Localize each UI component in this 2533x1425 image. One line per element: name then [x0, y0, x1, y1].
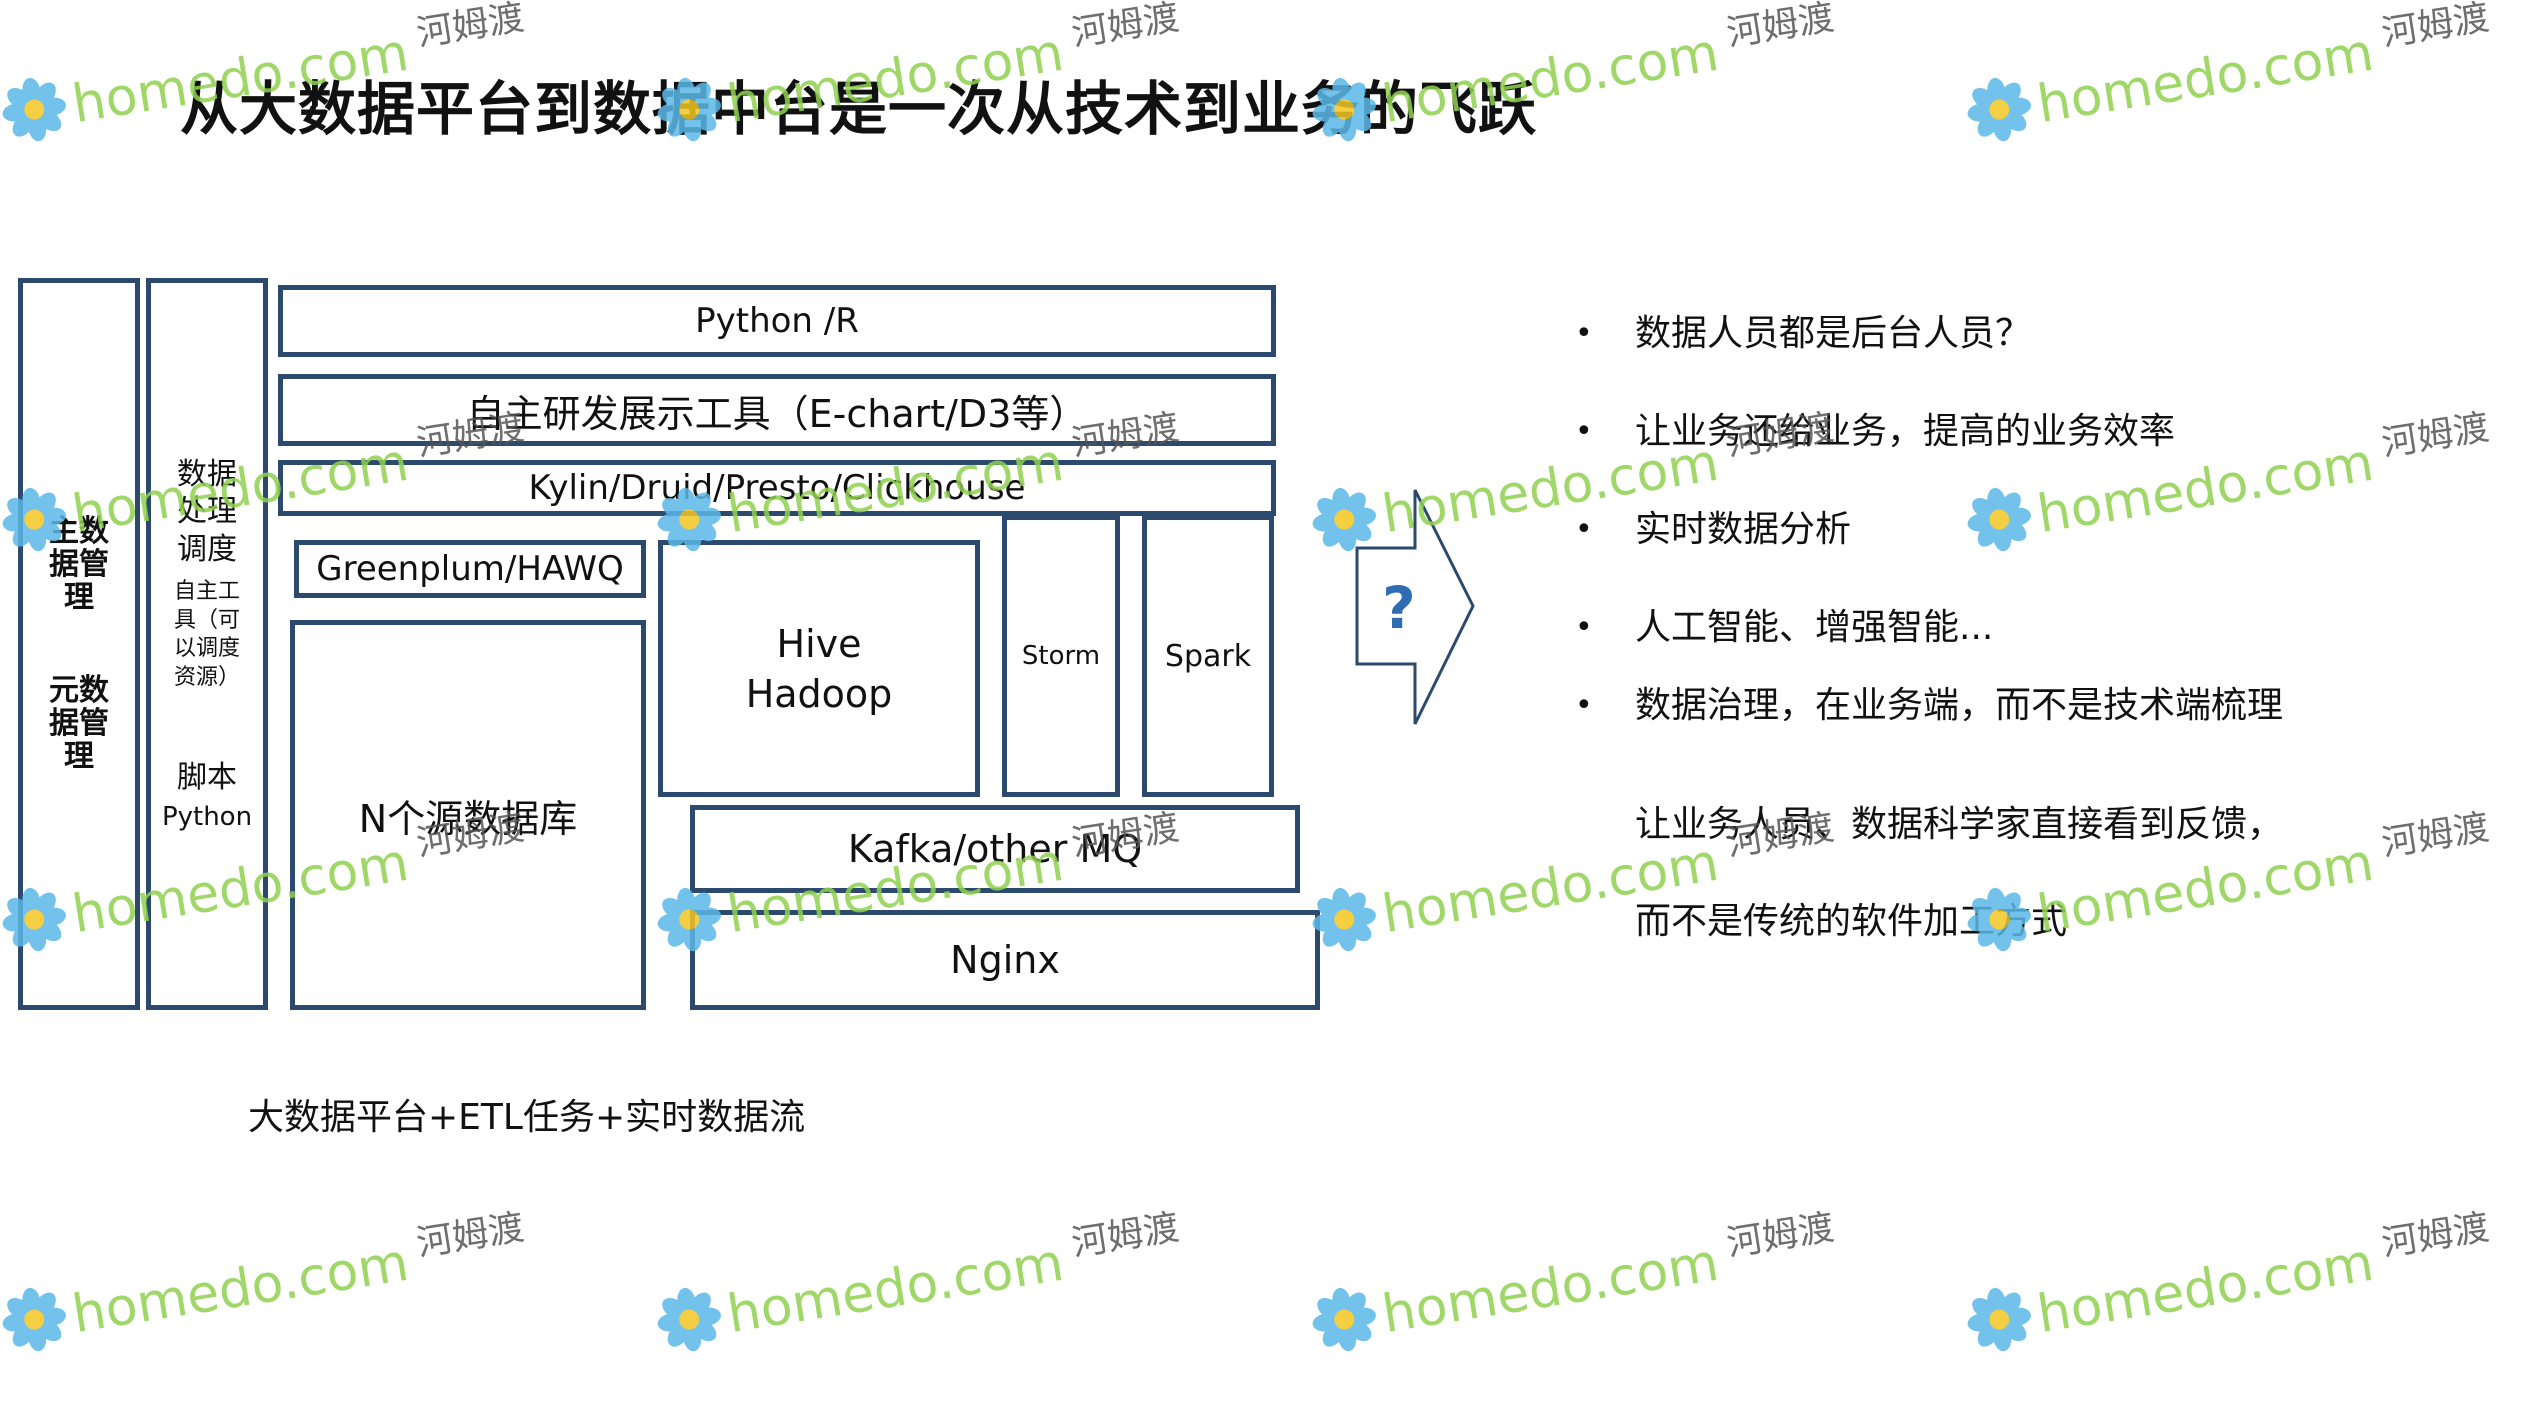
- watermark-text: homedo.com: [68, 1232, 413, 1346]
- bullet-text: 让业务还给业务，提高的业务效率: [1635, 411, 2176, 452]
- storm-box: Storm: [1002, 515, 1120, 797]
- bullet-text: 人工智能、增强智能...: [1635, 607, 1994, 648]
- bullet-item: •人工智能、增强智能...: [1575, 607, 1994, 648]
- right-arrow-icon: ?: [1355, 488, 1475, 732]
- watermark-text: homedo.com: [1378, 1232, 1723, 1346]
- flower-icon: [0, 1279, 79, 1364]
- watermark-text: homedo.com: [723, 1232, 1068, 1346]
- python-label: Python: [161, 802, 253, 833]
- scheduling-column: 数据处理调度 自主工具（可以调度资源） 脚本 Python: [146, 278, 268, 1010]
- bullet-text: 数据人员都是后台人员？: [1635, 313, 2032, 354]
- hive-label: Hive: [776, 621, 862, 666]
- hive-hadoop-box: Hive Hadoop: [658, 540, 980, 797]
- bullet-text: 数据治理，在业务端，而不是技术端梳理: [1635, 685, 2284, 726]
- watermark-cn: 河姆渡: [2378, 0, 2493, 55]
- traditional-line: 而不是传统的软件加工方式: [1635, 901, 2068, 942]
- tools-label: 自主工具（可以调度资源）: [173, 579, 240, 690]
- watermark-cn: 河姆渡: [1068, 1207, 1183, 1265]
- watermark-cn: 河姆渡: [1723, 0, 1838, 55]
- hadoop-label: Hadoop: [745, 671, 893, 716]
- kafka-box: Kafka/other MQ: [690, 805, 1300, 893]
- watermark-cn: 河姆渡: [2378, 1207, 2493, 1265]
- master-data-label: 主数据管理: [49, 514, 109, 615]
- watermark-cn: 河姆渡: [413, 0, 528, 55]
- flower-icon: [1959, 69, 2044, 154]
- source-databases-box: N个源数据库: [290, 620, 646, 1010]
- master-metadata-column: 主数据管理 元数据管理: [18, 278, 140, 1010]
- diagram-caption: 大数据平台+ETL任务+实时数据流: [248, 1097, 806, 1138]
- watermark-cn: 河姆渡: [2378, 807, 2493, 865]
- olap-box: Kylin/Druid/Presto/Clickhouse: [278, 460, 1276, 516]
- bullet-item: •让业务还给业务，提高的业务效率: [1575, 411, 2176, 452]
- script-label: 脚本: [177, 760, 237, 796]
- scheduling-label: 数据处理调度: [177, 456, 237, 567]
- watermark-cn: 河姆渡: [1723, 1207, 1838, 1265]
- spark-box: Spark: [1142, 515, 1274, 797]
- bullet-item: •实时数据分析: [1575, 509, 1852, 550]
- bullet-item: •数据人员都是后台人员？: [1575, 313, 2032, 354]
- bullet-list: •数据人员都是后台人员？ •让业务还给业务，提高的业务效率 •实时数据分析 •人…: [1565, 310, 2465, 780]
- watermark-text: homedo.com: [2033, 1232, 2378, 1346]
- flower-icon: [1304, 1279, 1389, 1364]
- metadata-label: 元数据管理: [49, 673, 109, 774]
- flower-icon: [1959, 1279, 2044, 1364]
- flower-icon: [0, 69, 79, 154]
- watermark-cn: 河姆渡: [1068, 0, 1183, 55]
- greenplum-box: Greenplum/HAWQ: [294, 540, 646, 598]
- bullet-item: •数据治理，在业务端，而不是技术端梳理: [1575, 685, 2284, 726]
- watermark-text: homedo.com: [2033, 832, 2378, 946]
- nginx-box: Nginx: [690, 910, 1320, 1010]
- flower-icon: [649, 1279, 734, 1364]
- watermark-cn: 河姆渡: [413, 1207, 528, 1265]
- page-title: 从大数据平台到数据中台是一次从技术到业务的飞跃: [180, 75, 1538, 143]
- self-dev-tools-box: 自主研发展示工具（E-chart/D3等）: [278, 374, 1276, 446]
- watermark-text: homedo.com: [2033, 22, 2378, 136]
- arrow-question-mark: ?: [1382, 574, 1416, 642]
- python-r-box: Python /R: [278, 285, 1276, 357]
- bullet-text: 实时数据分析: [1635, 509, 1852, 550]
- feedback-line: 让业务人员、数据科学家直接看到反馈，: [1635, 804, 2284, 845]
